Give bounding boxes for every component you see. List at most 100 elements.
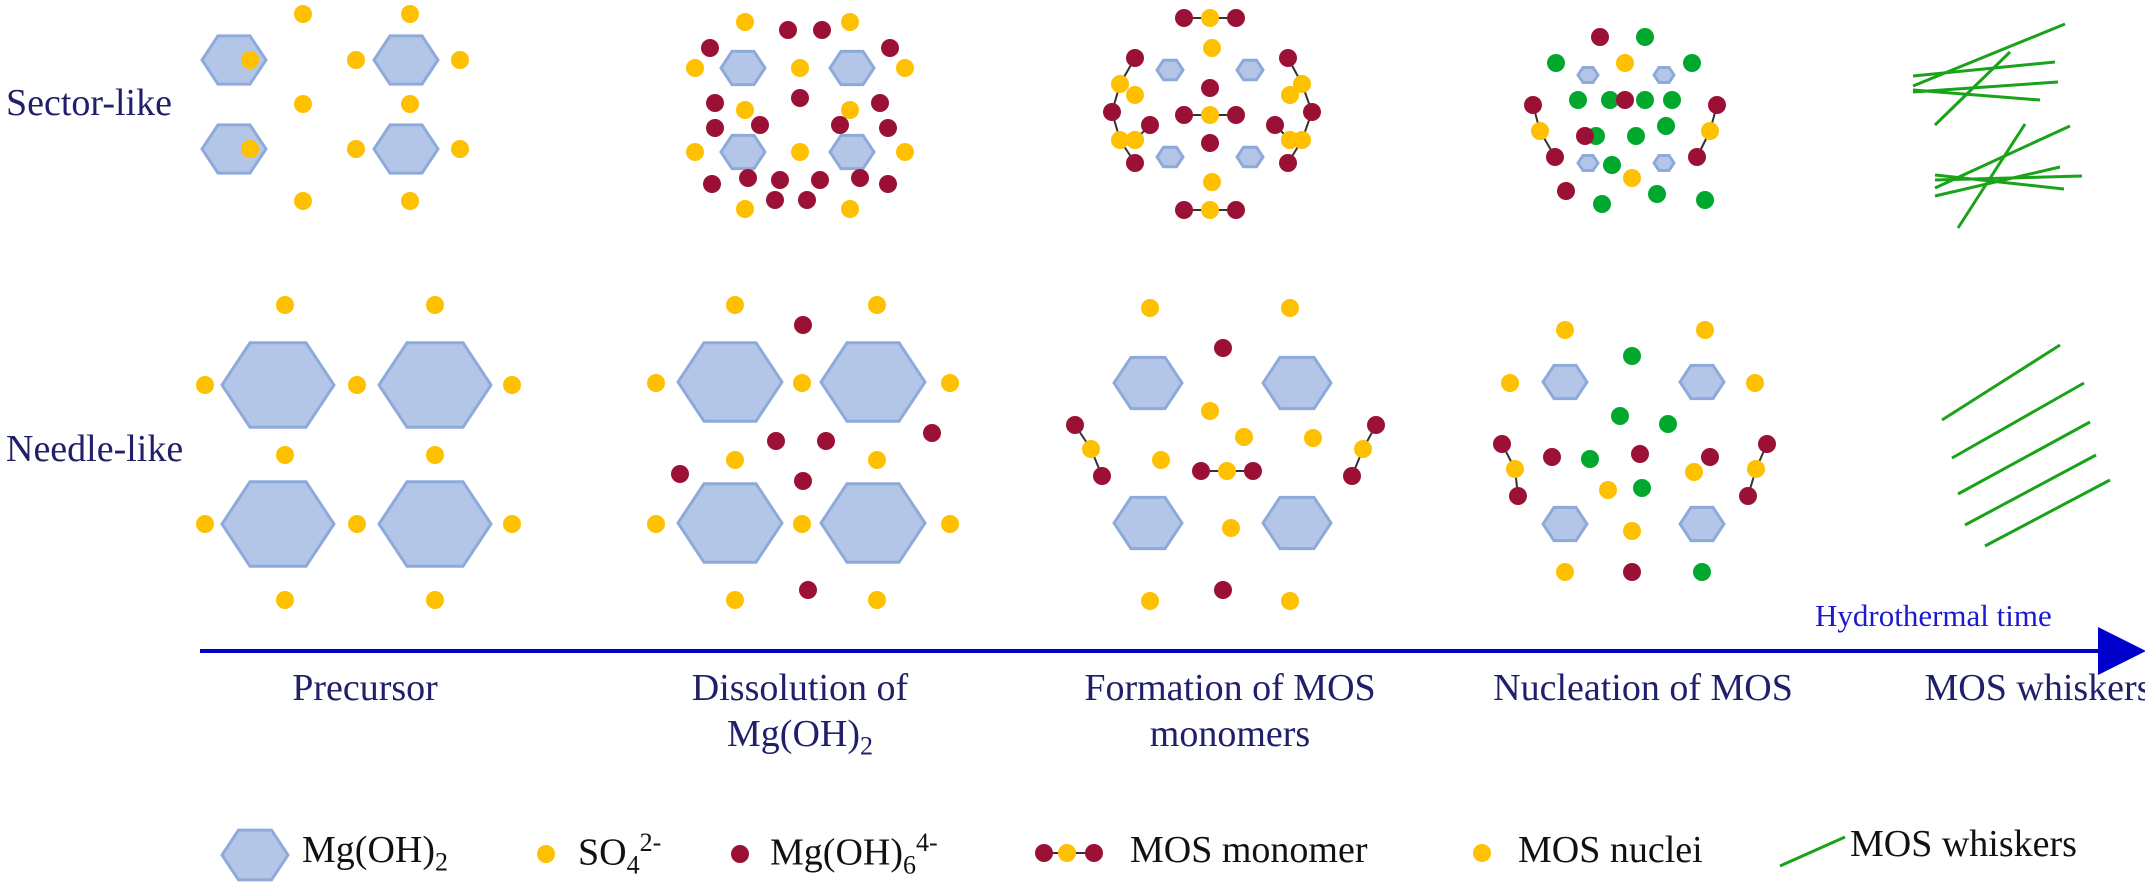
so4-dot-icon — [736, 13, 754, 31]
mgoh6-dot-icon — [731, 845, 749, 863]
mos-nuclei-dot-icon — [1636, 28, 1654, 46]
so4-dot-icon — [401, 5, 419, 23]
so4-dot-icon — [791, 59, 809, 77]
stage-label-line: Mg(OH)2 — [727, 712, 873, 761]
so4-dot-icon — [868, 451, 886, 469]
mg-oh2-hexagon-icon — [1112, 495, 1184, 551]
so4-dot-icon — [1201, 106, 1219, 124]
so4-dot-icon — [1354, 440, 1372, 458]
mgoh6-dot-icon — [798, 191, 816, 209]
mg-oh2-hexagon-icon — [819, 482, 927, 564]
so4-dot-icon — [1281, 131, 1299, 149]
mos-whisker-line-icon — [1912, 60, 2056, 78]
mgoh6-dot-icon — [1524, 96, 1542, 114]
so4-dot-icon — [1623, 169, 1641, 187]
mgoh6-dot-icon — [811, 171, 829, 189]
mos-whisker-line-icon — [1964, 453, 2097, 527]
mos-whisker-line-icon — [1912, 22, 2066, 88]
mg-oh2-hexagon-icon — [1678, 363, 1726, 401]
row-label-sector: Sector-like — [6, 82, 172, 124]
mg-oh2-hexagon-icon — [1541, 363, 1589, 401]
so4-dot-icon — [348, 376, 366, 394]
mgoh6-dot-icon — [1244, 462, 1262, 480]
so4-dot-icon — [196, 376, 214, 394]
mgoh6-dot-icon — [779, 21, 797, 39]
so4-dot-icon — [276, 296, 294, 314]
legend-mgoh2-label: Mg(OH)2 — [302, 829, 448, 877]
so4-dot-icon — [294, 192, 312, 210]
mgoh6-dot-icon — [1546, 148, 1564, 166]
so4-dot-icon — [1222, 519, 1240, 537]
so4-dot-icon — [793, 515, 811, 533]
so4-dot-icon — [1501, 374, 1519, 392]
mgoh6-dot-icon — [1214, 581, 1232, 599]
stage-label-line: Dissolution of — [691, 667, 909, 709]
so4-dot-icon — [1201, 9, 1219, 27]
so4-dot-icon — [294, 5, 312, 23]
mgoh6-dot-icon — [799, 581, 817, 599]
mg-oh2-hexagon-icon — [220, 341, 336, 429]
mgoh6-dot-icon — [1576, 127, 1594, 145]
legend-nuclei-label: MOS nuclei — [1518, 829, 1703, 871]
mg-oh2-hexagon-icon — [719, 133, 767, 171]
mgoh6-dot-icon — [1708, 96, 1726, 114]
so4-dot-icon — [1746, 374, 1764, 392]
mgoh6-dot-icon — [813, 21, 831, 39]
mg-oh2-hexagon-icon — [1112, 355, 1184, 411]
mos-nuclei-dot-icon — [1601, 91, 1619, 109]
row-label-needle: Needle-like — [6, 428, 184, 470]
mos-nuclei-dot-icon — [1627, 127, 1645, 145]
stage-label-nucleation: Nucleation of MOS — [1493, 666, 1793, 712]
so4-dot-icon — [1281, 592, 1299, 610]
so4-dot-icon — [1599, 481, 1617, 499]
mg-oh2-hexagon-icon — [1155, 58, 1185, 82]
mgoh6-dot-icon — [1591, 28, 1609, 46]
mgoh6-dot-icon — [1739, 487, 1757, 505]
stage-label-precursor: Precursor — [292, 666, 438, 712]
so4-dot-icon — [348, 515, 366, 533]
so4-dot-icon — [1218, 462, 1236, 480]
mgoh6-dot-icon — [1688, 148, 1706, 166]
so4-dot-icon — [196, 515, 214, 533]
mg-oh2-hexagon-icon — [372, 123, 440, 175]
mgoh6-dot-icon — [706, 94, 724, 112]
mos-whisker-line-icon — [1934, 173, 2065, 191]
stage-label-line: Nucleation of MOS — [1493, 667, 1793, 709]
mgoh6-dot-icon — [1035, 844, 1053, 862]
mgoh6-dot-icon — [871, 94, 889, 112]
so4-dot-icon — [1201, 201, 1219, 219]
mg-oh2-hexagon-icon — [1576, 66, 1600, 84]
legend-monomer-label: MOS monomer — [1130, 829, 1368, 871]
so4-dot-icon — [686, 59, 704, 77]
so4-dot-icon — [1304, 429, 1322, 447]
mg-oh2-hexagon-icon — [1652, 154, 1676, 172]
mgoh6-dot-icon — [1201, 134, 1219, 152]
so4-dot-icon — [1203, 39, 1221, 57]
so4-dot-icon — [347, 140, 365, 158]
so4-dot-icon — [736, 200, 754, 218]
so4-dot-icon — [1747, 460, 1765, 478]
so4-dot-icon — [1701, 122, 1719, 140]
so4-dot-icon — [503, 376, 521, 394]
legend-mgoh6-label: Mg(OH)64- — [770, 828, 938, 880]
mg-oh2-hexagon-icon — [1261, 355, 1333, 411]
mg-oh2-hexagon-icon — [1576, 154, 1600, 172]
mgoh6-dot-icon — [851, 169, 869, 187]
mos-nuclei-dot-icon — [1696, 191, 1714, 209]
so4-dot-icon — [1281, 299, 1299, 317]
mg-oh2-hexagon-icon — [377, 480, 493, 568]
mgoh6-dot-icon — [1227, 201, 1245, 219]
so4-dot-icon — [1203, 173, 1221, 191]
mos-nuclei-dot-icon — [1547, 54, 1565, 72]
mos-whisker-line-icon — [1779, 835, 1846, 868]
so4-dot-icon — [793, 374, 811, 392]
so4-dot-icon — [1293, 75, 1311, 93]
mgoh6-dot-icon — [1141, 116, 1159, 134]
mgoh6-dot-icon — [1493, 435, 1511, 453]
mgoh6-dot-icon — [1085, 844, 1103, 862]
mgoh6-dot-icon — [794, 316, 812, 334]
so4-dot-icon — [726, 451, 744, 469]
so4-dot-icon — [1082, 440, 1100, 458]
mgoh6-dot-icon — [671, 465, 689, 483]
